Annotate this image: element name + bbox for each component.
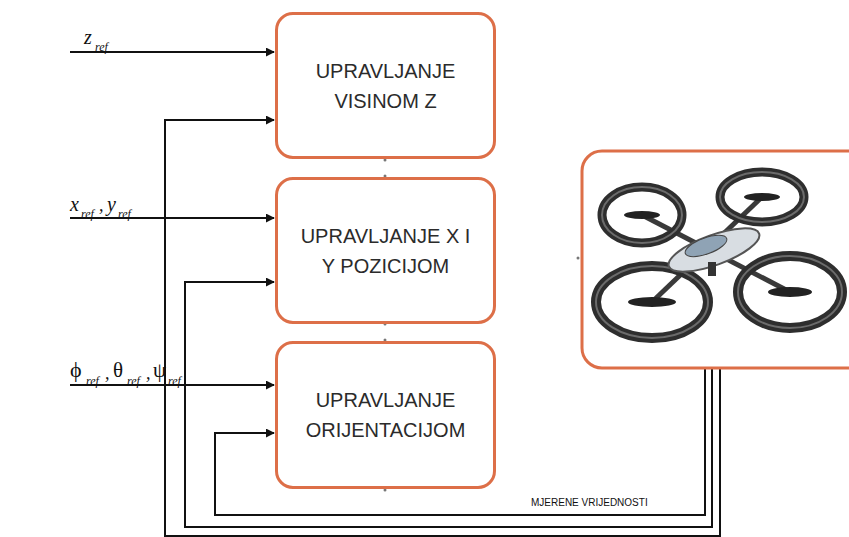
separator: , — [146, 364, 151, 382]
subscript: ref — [81, 208, 94, 220]
drone-arms — [642, 197, 790, 302]
subscript: ref — [118, 208, 131, 220]
subscript: ref — [95, 41, 108, 53]
signal-name: ψ — [153, 360, 166, 381]
signal-name: x — [70, 194, 79, 214]
reference-inputs — [70, 52, 274, 385]
signal-name: y — [107, 194, 116, 214]
rotor-guards — [596, 172, 842, 338]
signal-name: ϕ — [70, 359, 82, 381]
signal-name: z — [84, 27, 92, 47]
feedback-label: MJERENE VRIJEDNOSTI — [531, 498, 648, 508]
separator: , — [105, 364, 110, 382]
subscript: ref — [127, 375, 140, 387]
box-label: UPRAVLJANJE X I Y POZICIJOM — [296, 221, 476, 281]
process-box: UPRAVLJANJE ORIJENTACIJOM — [275, 341, 496, 489]
box-label: UPRAVLJANJE VISINOM Z — [296, 56, 476, 116]
separator: , — [99, 196, 104, 214]
box-label: UPRAVLJANJE ORIJENTACIJOM — [296, 385, 476, 445]
quadcopter-illustration — [596, 172, 842, 338]
process-box: UPRAVLJANJE VISINOM Z — [275, 12, 496, 159]
subscript: ref — [168, 375, 181, 387]
subscript: ref — [86, 375, 99, 387]
rotors — [624, 193, 812, 307]
dot — [577, 257, 580, 260]
drone-hull — [664, 219, 764, 280]
drone-panel — [582, 151, 849, 368]
input-arrow — [70, 217, 274, 219]
process-box: UPRAVLJANJE X I Y POZICIJOM — [275, 177, 496, 324]
signal-name: θ — [113, 360, 123, 381]
